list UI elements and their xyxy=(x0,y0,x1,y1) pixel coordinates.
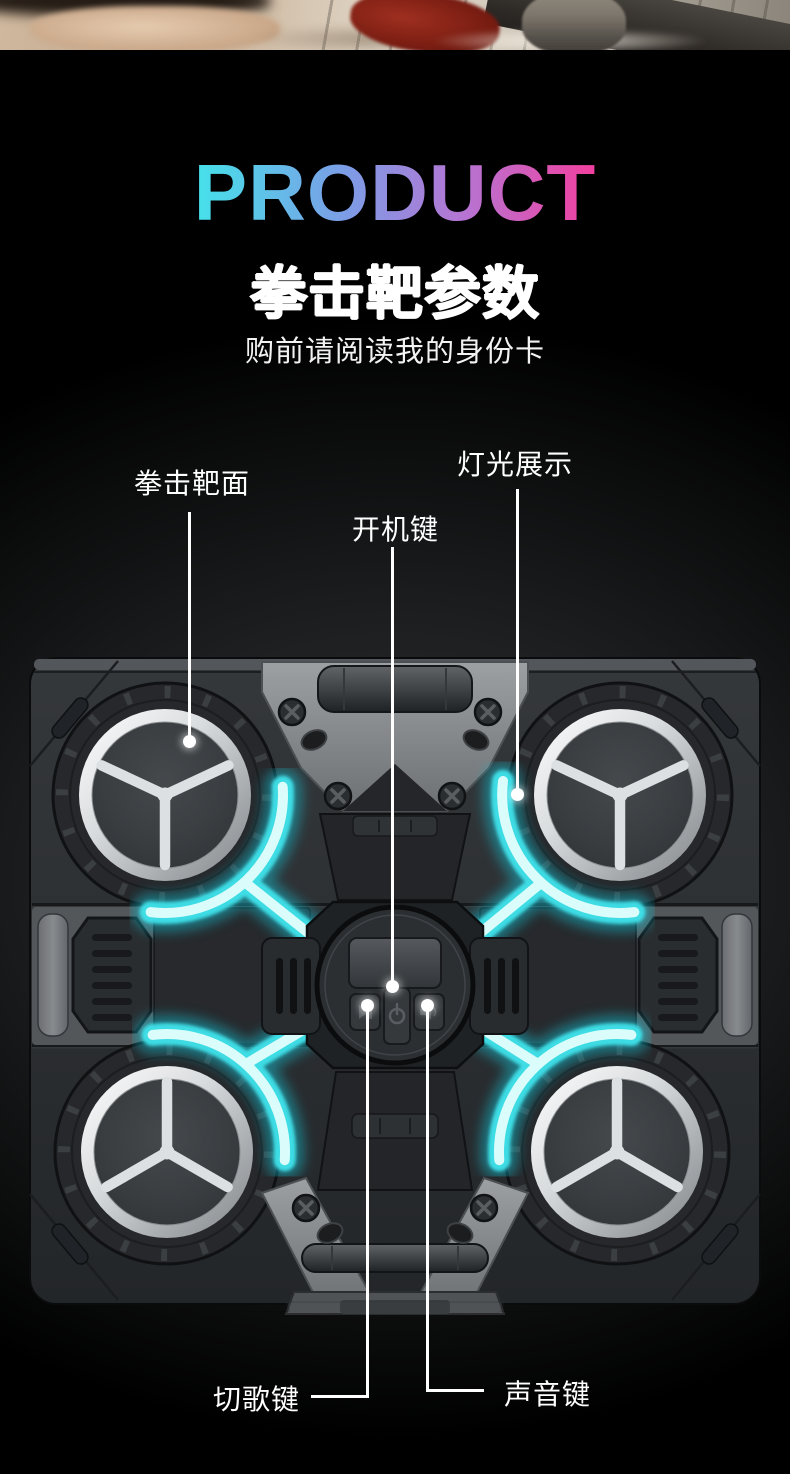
callout-line-power-key xyxy=(391,547,394,983)
callout-dot-target-face xyxy=(183,735,196,748)
callout-dot-power-key xyxy=(386,980,399,993)
callout-line-volume-horizontal xyxy=(426,1389,484,1392)
page-heading: 拳击靶参数 xyxy=(250,262,540,326)
hero-foot xyxy=(522,0,626,50)
page-subtitle: 购前请阅读我的身份卡 xyxy=(244,336,545,368)
target-pad-bottom-right xyxy=(505,1040,729,1264)
target-pad-bottom-left xyxy=(55,1040,279,1264)
product-title: PRODUCT xyxy=(194,148,597,237)
callout-line-song-switch-horizontal xyxy=(311,1395,369,1398)
callout-line-target-face xyxy=(188,512,191,738)
hero-leg xyxy=(30,6,280,50)
callout-label-light-display: 灯光展示 xyxy=(457,449,574,480)
callout-label-volume: 声音键 xyxy=(504,1379,592,1410)
callout-line-song-switch-vertical xyxy=(366,1006,369,1398)
floor-reflection xyxy=(30,1302,760,1474)
target-pad-top-left xyxy=(53,683,277,907)
boxing-machine-illustration xyxy=(0,657,790,1474)
left-grille xyxy=(71,916,153,1034)
callout-label-song-switch: 切歌键 xyxy=(213,1384,301,1415)
callout-line-light-display xyxy=(516,489,519,791)
product-title-text: PRODUCT xyxy=(194,148,597,237)
callout-label-power-key: 开机键 xyxy=(352,514,440,545)
target-pad-top-right xyxy=(508,683,732,907)
right-grille xyxy=(637,916,719,1034)
callout-label-target-face: 拳击靶面 xyxy=(134,468,251,499)
callout-line-volume-vertical xyxy=(426,1006,429,1392)
callout-dot-song-switch xyxy=(361,999,374,1012)
callout-dot-light-display xyxy=(511,788,524,801)
callout-dot-volume xyxy=(421,999,434,1012)
hero-photo-strip xyxy=(0,0,790,50)
top-hinge-bracket xyxy=(261,661,529,837)
power-button-graphic xyxy=(383,987,411,1045)
